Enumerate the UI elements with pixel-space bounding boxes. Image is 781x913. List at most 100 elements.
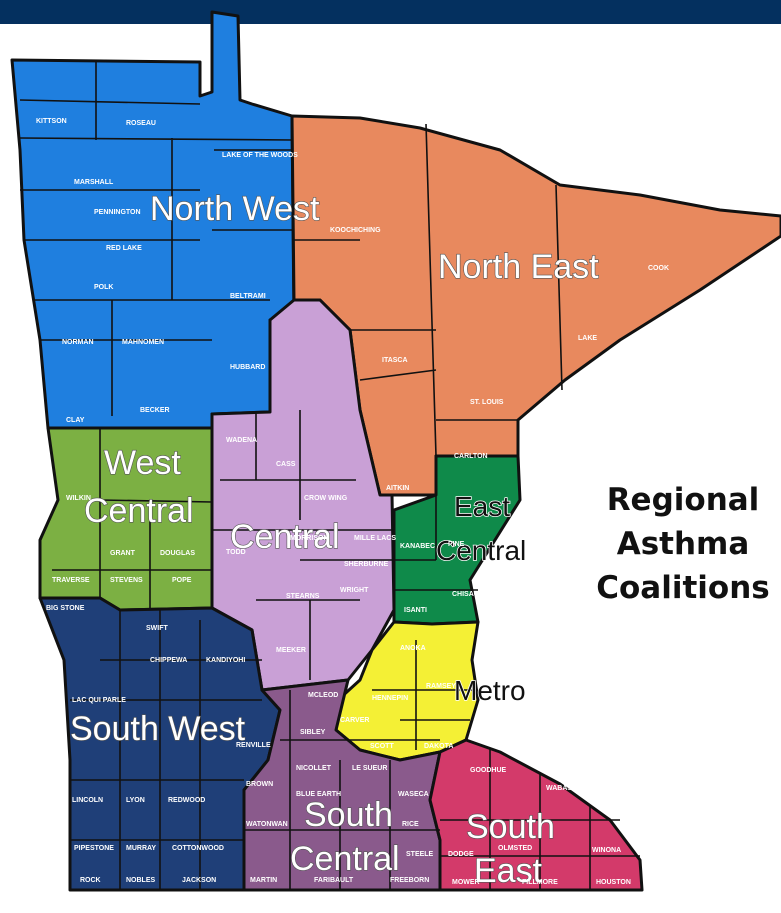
label-west-central-2: Central <box>84 492 194 530</box>
label-south-east-1: South <box>466 808 555 846</box>
county-label: MORRISON <box>290 535 329 542</box>
top-banner <box>0 0 781 24</box>
county-label: MARSHALL <box>74 179 114 186</box>
county-label: BIG STONE <box>46 605 85 612</box>
county-label: MCLEOD <box>308 692 338 699</box>
county-label: NOBLES <box>126 877 156 884</box>
county-label: CARVER <box>340 717 369 724</box>
county-label: GOODHUE <box>470 767 507 774</box>
label-east-central-2: Central <box>436 535 526 566</box>
county-label: HENNEPIN <box>372 695 408 702</box>
county-label: ROSEAU <box>126 120 156 127</box>
county-label: COTTONWOOD <box>172 845 224 852</box>
county-label: MARTIN <box>250 877 277 884</box>
county-label: MAHNOMEN <box>122 339 164 346</box>
county-label: FARIBAULT <box>314 877 354 884</box>
label-north-west: North West <box>150 190 320 228</box>
county-label: SHERBURNE <box>344 561 389 568</box>
legend-line-1: Regional <box>606 482 760 518</box>
county-label: KITTSON <box>36 118 67 125</box>
county-label: PIPESTONE <box>74 845 114 852</box>
county-label: MEEKER <box>276 647 306 654</box>
county-label: LE SUEUR <box>352 765 387 772</box>
label-south-central-2: Central <box>290 840 400 878</box>
county-label: NICOLLET <box>296 765 332 772</box>
county-label: KOOCHICHING <box>330 227 381 234</box>
county-label: HUBBARD <box>230 364 265 371</box>
county-label: DAKOTA <box>424 743 453 750</box>
county-label: WINONA <box>592 847 621 854</box>
label-south-central-1: South <box>304 796 393 834</box>
county-label: CHISAGO <box>452 591 485 598</box>
county-label: LAKE <box>578 335 597 342</box>
county-label: JACKSON <box>182 877 216 884</box>
county-label: BECKER <box>140 407 170 414</box>
county-label: NORMAN <box>62 339 94 346</box>
county-label: STEELE <box>406 851 434 858</box>
county-label: CLAY <box>66 417 85 424</box>
label-central: Central <box>230 518 340 556</box>
label-south-east-2: East <box>474 852 543 890</box>
county-label: RENVILLE <box>236 742 271 749</box>
county-label: TRAVERSE <box>52 577 90 584</box>
county-label: OLMSTED <box>498 845 532 852</box>
county-label: CROW WING <box>304 495 348 502</box>
county-label: BLUE EARTH <box>296 791 341 798</box>
county-label: PENNINGTON <box>94 209 141 216</box>
county-label: STEARNS <box>286 593 320 600</box>
label-north-east: North East <box>438 248 599 286</box>
county-label: RICE <box>402 821 419 828</box>
county-label: DODGE <box>448 851 474 858</box>
county-label: WATONWAN <box>246 821 288 828</box>
label-metro: Metro <box>454 675 526 706</box>
county-boundaries <box>19 60 640 890</box>
label-south-west: South West <box>70 710 246 748</box>
county-label: BELTRAMI <box>230 293 266 300</box>
county-label: FREEBORN <box>390 877 429 884</box>
county-label: RED LAKE <box>106 245 142 252</box>
county-label: COOK <box>648 265 669 272</box>
county-label: SIBLEY <box>300 729 326 736</box>
county-label: WILKIN <box>66 495 91 502</box>
county-label: POPE <box>172 577 192 584</box>
legend-line-2: Asthma <box>616 526 750 562</box>
county-label: BROWN <box>246 781 273 788</box>
county-label: CARLTON <box>454 453 488 460</box>
county-label: LINCOLN <box>72 797 103 804</box>
county-labels: KITTSON ROSEAU LAKE OF THE WOODS MARSHAL… <box>36 118 669 886</box>
county-label: KANABEC <box>400 543 435 550</box>
county-label: KANDIYOHI <box>206 657 245 664</box>
county-label: SCOTT <box>370 743 394 750</box>
county-label: DOUGLAS <box>160 550 195 557</box>
county-label: STEVENS <box>110 577 143 584</box>
county-label: SWIFT <box>146 625 168 632</box>
county-label: LYON <box>126 797 145 804</box>
county-label: REDWOOD <box>168 797 205 804</box>
county-label: POLK <box>94 284 113 291</box>
county-label: ROCK <box>80 877 101 884</box>
county-label: MOWER <box>452 879 480 886</box>
county-label: PINE <box>448 541 465 548</box>
county-label: HOUSTON <box>596 879 631 886</box>
county-label: CHIPPEWA <box>150 657 187 664</box>
county-label: TODD <box>226 549 246 556</box>
label-west-central-1: West <box>104 444 181 482</box>
county-label: WADENA <box>226 437 257 444</box>
county-label: ANOKA <box>400 645 426 652</box>
county-label: MILLE LACS <box>354 535 396 542</box>
county-label: MURRAY <box>126 845 156 852</box>
county-label: LAC QUI PARLE <box>72 697 126 704</box>
county-label: CASS <box>276 461 296 468</box>
county-label: WABASHA <box>546 785 582 792</box>
county-label: WRIGHT <box>340 587 369 594</box>
county-label: ITASCA <box>382 357 408 364</box>
county-label: ISANTI <box>404 607 427 614</box>
county-label: GRANT <box>110 550 136 557</box>
county-label: AITKIN <box>386 485 409 492</box>
label-east-central-1: East <box>454 491 510 522</box>
county-label: WASECA <box>398 791 429 798</box>
map-legend: Regional Asthma Coalitions <box>588 478 778 610</box>
county-label: RAMSEY <box>426 683 456 690</box>
region-south-east[interactable] <box>428 738 644 892</box>
